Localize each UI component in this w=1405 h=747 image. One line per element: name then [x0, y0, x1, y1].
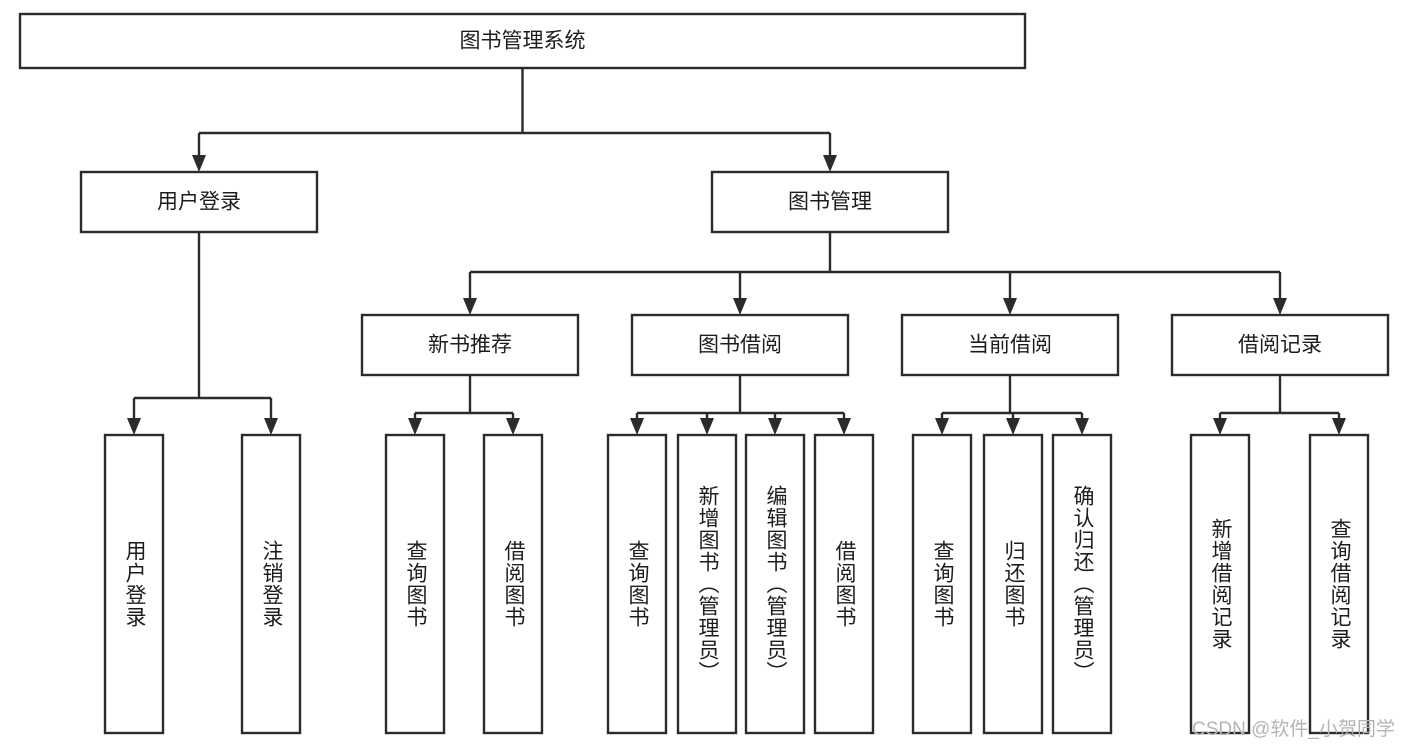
connector-current-borrow-to-leaf-query-book-3-head: [935, 418, 949, 435]
node-leaf-confirm-return-admin[interactable]: [1051, 433, 1113, 735]
node-hit-leaf-query-book-3[interactable]: [913, 435, 971, 733]
node-label-user-login: 用户登录: [157, 191, 241, 214]
node-hit-leaf-logout-login[interactable]: [242, 435, 300, 733]
node-hit-leaf-borrow-book-2[interactable]: [815, 435, 873, 733]
connector-root-to-book-manage-head: [823, 155, 837, 172]
node-hit-leaf-query-book-2[interactable]: [608, 435, 666, 733]
node-leaf-query-borrow-record[interactable]: [1308, 433, 1370, 735]
node-hit-leaf-edit-book-admin[interactable]: [746, 435, 804, 733]
connector-user-login-to-leaf-logout-login-head: [264, 418, 278, 435]
node-leaf-query-book-3[interactable]: [911, 433, 973, 735]
node-hit-leaf-confirm-return-admin[interactable]: [1053, 435, 1111, 733]
connectors-layer: [127, 68, 1346, 435]
node-leaf-add-borrow-record[interactable]: [1189, 433, 1251, 735]
node-leaf-add-book-admin[interactable]: [676, 433, 738, 735]
node-leaf-return-book[interactable]: [982, 433, 1044, 735]
node-root-book-management-system[interactable]: [18, 12, 1027, 70]
connector-current-borrow-to-leaf-confirm-return-admin-head: [1075, 418, 1089, 435]
connector-book-manage-to-current-borrow-head: [1003, 298, 1017, 315]
connector-book-borrow-to-leaf-borrow-book-2-head: [837, 418, 851, 435]
connector-book-borrow-to-leaf-query-book-2-head: [630, 418, 644, 435]
node-hit-leaf-borrow-book-1[interactable]: [484, 435, 542, 733]
connector-book-borrow-to-leaf-add-book-admin-head: [700, 418, 714, 435]
node-leaf-borrow-book-2[interactable]: [813, 433, 875, 735]
connector-book-manage-to-new-book-recommend-head: [463, 298, 477, 315]
node-hit-leaf-add-borrow-record[interactable]: [1191, 435, 1249, 733]
node-label-root: 图书管理系统: [460, 30, 586, 53]
connector-new-book-recommend-to-leaf-query-book-1-head: [408, 418, 422, 435]
node-label-book-borrow: 图书借阅: [698, 334, 782, 357]
node-hit-leaf-query-borrow-record[interactable]: [1310, 435, 1368, 733]
connector-user-login-to-leaf-user-login-head: [127, 418, 141, 435]
connector-book-manage-to-book-borrow-head: [733, 298, 747, 315]
node-leaf-query-book-2[interactable]: [606, 433, 668, 735]
node-hit-leaf-query-book-1[interactable]: [386, 435, 444, 733]
csdn-watermark: CSDN @软件_小贺同学: [1192, 719, 1395, 740]
node-user-login[interactable]: [79, 170, 319, 234]
node-hit-leaf-add-book-admin[interactable]: [678, 435, 736, 733]
node-label-book-manage: 图书管理: [788, 191, 872, 214]
node-leaf-logout-login[interactable]: [240, 433, 302, 735]
node-current-borrow[interactable]: [900, 313, 1120, 377]
connector-root-to-user-login-head: [192, 155, 206, 172]
node-borrow-record[interactable]: [1170, 313, 1390, 377]
node-label-new-book-recommend: 新书推荐: [428, 334, 512, 357]
node-new-book-recommend[interactable]: [360, 313, 580, 377]
node-leaf-edit-book-admin[interactable]: [744, 433, 806, 735]
node-leaf-user-login[interactable]: [103, 433, 165, 735]
node-label-current-borrow: 当前借阅: [968, 334, 1052, 357]
connector-book-borrow-to-leaf-edit-book-admin-head: [768, 418, 782, 435]
connector-borrow-record-to-leaf-add-borrow-record-head: [1213, 418, 1227, 435]
node-hit-leaf-return-book[interactable]: [984, 435, 1042, 733]
node-leaf-borrow-book-1[interactable]: [482, 433, 544, 735]
node-hit-leaf-user-login[interactable]: [105, 435, 163, 733]
connector-current-borrow-to-leaf-return-book-head: [1006, 418, 1020, 435]
connector-book-manage-to-borrow-record-head: [1273, 298, 1287, 315]
node-book-borrow[interactable]: [630, 313, 850, 377]
node-label-borrow-record: 借阅记录: [1238, 334, 1322, 357]
connector-new-book-recommend-to-leaf-borrow-book-1-head: [506, 418, 520, 435]
node-leaf-query-book-1[interactable]: [384, 433, 446, 735]
node-book-manage[interactable]: [710, 170, 950, 234]
connector-borrow-record-to-leaf-query-borrow-record-head: [1332, 418, 1346, 435]
